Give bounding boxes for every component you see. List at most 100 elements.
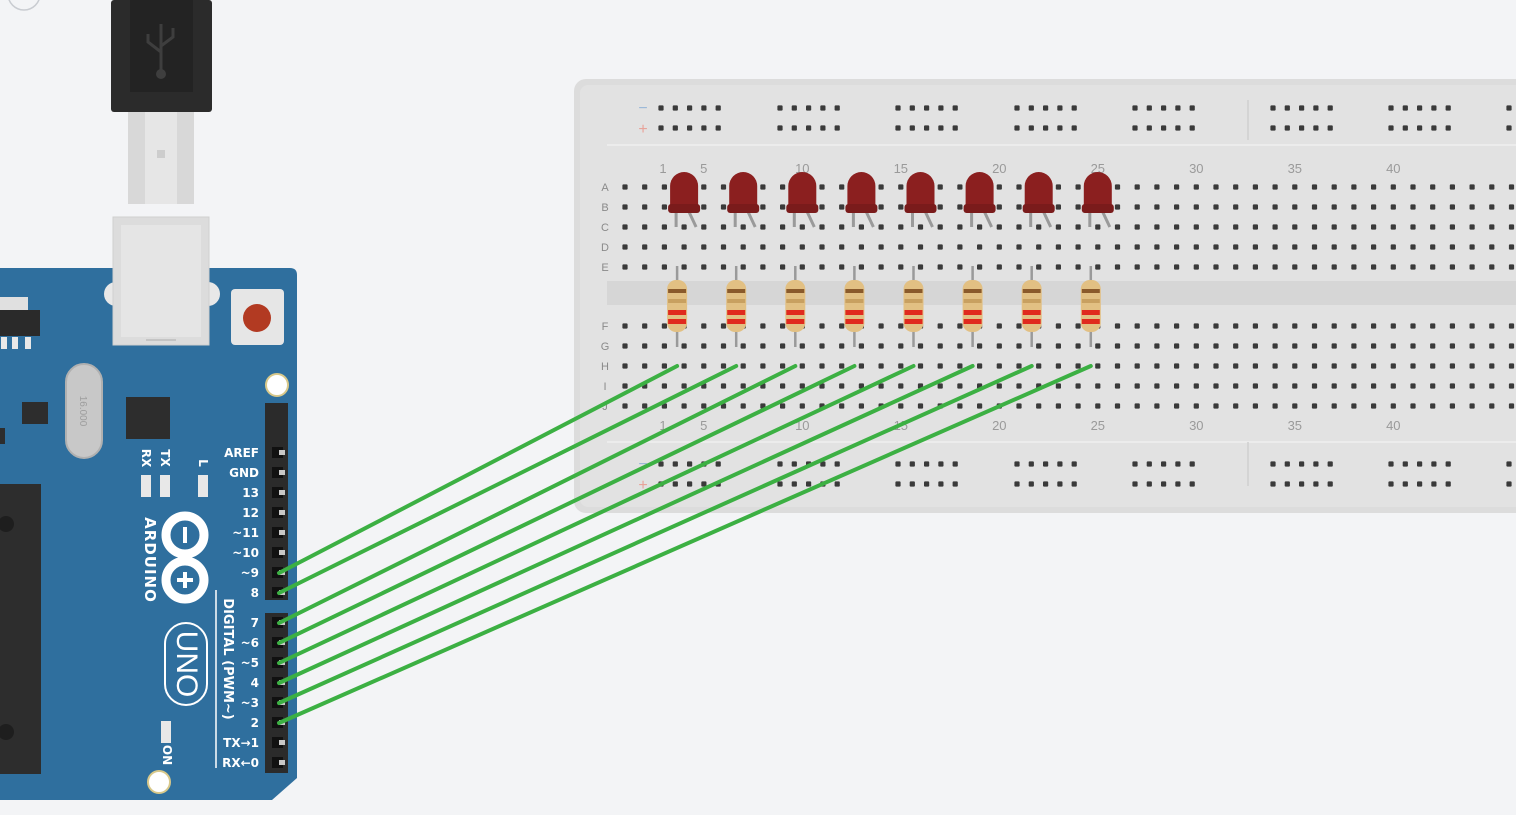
breadboard-hole[interactable] (1016, 244, 1022, 250)
breadboard-hole[interactable] (1292, 383, 1298, 389)
breadboard-hole[interactable] (1154, 363, 1160, 369)
header-socket[interactable] (272, 757, 283, 768)
led[interactable] (963, 172, 996, 228)
breadboard-hole[interactable] (1284, 461, 1290, 467)
breadboard-hole[interactable] (839, 204, 845, 210)
breadboard-hole[interactable] (740, 224, 746, 230)
breadboard-hole[interactable] (1233, 383, 1239, 389)
resistor[interactable] (1021, 266, 1042, 347)
breadboard-hole[interactable] (952, 481, 958, 487)
breadboard-hole[interactable] (895, 461, 901, 467)
breadboard-hole[interactable] (1213, 323, 1219, 329)
header-socket[interactable] (272, 467, 283, 478)
breadboard-hole[interactable] (1371, 264, 1377, 270)
breadboard-hole[interactable] (1075, 224, 1081, 230)
breadboard-hole[interactable] (1292, 363, 1298, 369)
breadboard-hole[interactable] (661, 383, 667, 389)
header-socket[interactable] (272, 547, 283, 558)
breadboard-hole[interactable] (1114, 403, 1121, 409)
usb-cable[interactable] (111, 0, 212, 204)
breadboard-hole[interactable] (760, 264, 766, 270)
breadboard-hole[interactable] (1043, 105, 1049, 111)
breadboard-hole[interactable] (977, 224, 983, 230)
header-socket[interactable] (272, 527, 283, 538)
breadboard-hole[interactable] (1272, 403, 1278, 409)
breadboard-hole[interactable] (1193, 363, 1199, 369)
breadboard-hole[interactable] (1095, 363, 1101, 369)
breadboard-hole[interactable] (687, 481, 693, 487)
breadboard-hole[interactable] (1371, 204, 1377, 210)
breadboard-hole[interactable] (720, 244, 727, 250)
breadboard-hole[interactable] (937, 184, 943, 190)
breadboard-hole[interactable] (1331, 363, 1337, 369)
breadboard-hole[interactable] (1445, 461, 1451, 467)
breadboard-hole[interactable] (622, 403, 628, 409)
breadboard-hole[interactable] (1489, 264, 1495, 270)
breadboard-hole[interactable] (799, 224, 805, 230)
breadboard-hole[interactable] (1270, 125, 1276, 131)
breadboard-hole[interactable] (661, 343, 667, 349)
breadboard-hole[interactable] (1189, 125, 1195, 131)
breadboard-hole[interactable] (622, 244, 628, 250)
breadboard-hole[interactable] (1014, 125, 1020, 131)
breadboard-hole[interactable] (858, 383, 864, 389)
breadboard-hole[interactable] (839, 343, 845, 349)
breadboard-hole[interactable] (661, 403, 667, 409)
breadboard-hole[interactable] (777, 481, 783, 487)
breadboard-hole[interactable] (1161, 105, 1167, 111)
breadboard-hole[interactable] (1327, 125, 1333, 131)
breadboard-hole[interactable] (672, 481, 678, 487)
breadboard-hole[interactable] (1508, 184, 1515, 190)
breadboard-hole[interactable] (1417, 125, 1423, 131)
header-socket[interactable] (272, 737, 283, 748)
breadboard-hole[interactable] (937, 264, 943, 270)
breadboard-hole[interactable] (687, 125, 693, 131)
breadboard-hole[interactable] (996, 323, 1002, 329)
breadboard-hole[interactable] (1299, 105, 1305, 111)
breadboard-hole[interactable] (1174, 204, 1180, 210)
breadboard-hole[interactable] (1134, 363, 1140, 369)
breadboard-hole[interactable] (1431, 461, 1437, 467)
breadboard-hole[interactable] (1292, 323, 1298, 329)
breadboard-hole[interactable] (1134, 204, 1140, 210)
breadboard-hole[interactable] (622, 343, 628, 349)
breadboard-hole[interactable] (720, 184, 727, 190)
breadboard-hole[interactable] (1193, 383, 1199, 389)
breadboard-hole[interactable] (1469, 204, 1475, 210)
wires[interactable] (277, 364, 1093, 725)
breadboard-hole[interactable] (1292, 343, 1298, 349)
breadboard-hole[interactable] (1075, 264, 1081, 270)
breadboard-hole[interactable] (898, 323, 904, 329)
breadboard-hole[interactable] (1043, 461, 1049, 467)
breadboard-hole[interactable] (1311, 204, 1318, 210)
jumper-wire[interactable] (277, 364, 680, 575)
breadboard-hole[interactable] (1134, 343, 1140, 349)
breadboard-hole[interactable] (791, 481, 797, 487)
breadboard-hole[interactable] (1402, 461, 1408, 467)
breadboard-hole[interactable] (1331, 403, 1337, 409)
breadboard-hole[interactable] (834, 481, 840, 487)
breadboard-hole[interactable] (1371, 383, 1377, 389)
breadboard-hole[interactable] (1489, 403, 1495, 409)
breadboard-hole[interactable] (715, 105, 721, 111)
breadboard-hole[interactable] (952, 461, 958, 467)
breadboard-hole[interactable] (1016, 323, 1022, 329)
breadboard-hole[interactable] (937, 224, 943, 230)
breadboard-hole[interactable] (1233, 184, 1239, 190)
breadboard-hole[interactable] (839, 244, 845, 250)
breadboard-hole[interactable] (701, 244, 707, 250)
breadboard-hole[interactable] (1233, 224, 1239, 230)
breadboard-hole[interactable] (1252, 224, 1258, 230)
breadboard-hole[interactable] (661, 204, 667, 210)
breadboard-hole[interactable] (1161, 461, 1167, 467)
breadboard-hole[interactable] (1154, 343, 1160, 349)
breadboard-hole[interactable] (1174, 363, 1180, 369)
breadboard-hole[interactable] (1331, 264, 1337, 270)
breadboard-hole[interactable] (799, 264, 805, 270)
breadboard-hole[interactable] (1233, 244, 1239, 250)
breadboard-hole[interactable] (1174, 184, 1180, 190)
breadboard-hole[interactable] (898, 403, 904, 409)
breadboard-hole[interactable] (1430, 403, 1436, 409)
breadboard-hole[interactable] (1371, 363, 1377, 369)
